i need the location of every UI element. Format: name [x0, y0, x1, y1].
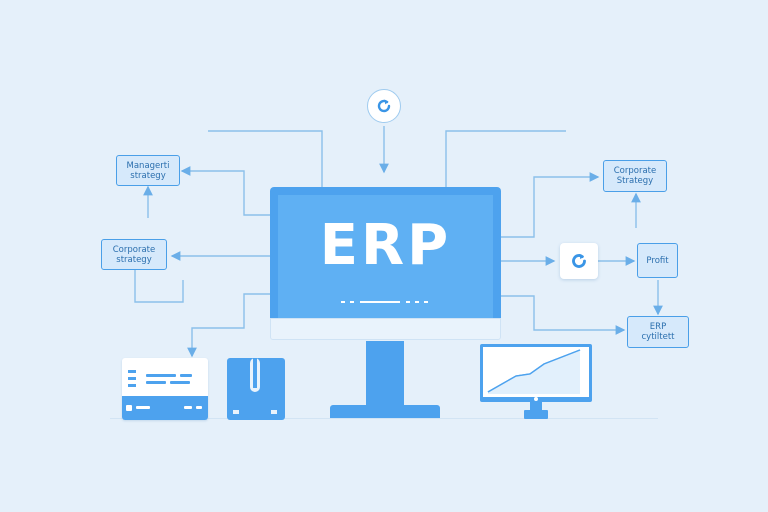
monitor-stand	[366, 341, 404, 407]
refresh-icon	[377, 99, 391, 113]
corporate-strategy-right-box[interactable]: Corporate Strategy	[603, 160, 667, 192]
corporate-strategy-left-box[interactable]: Corporate strategy	[101, 239, 167, 270]
monitor-base	[330, 405, 440, 419]
chart-monitor-icon	[480, 344, 592, 420]
top-refresh-node[interactable]	[367, 89, 401, 123]
erp-title: ERP	[319, 213, 452, 278]
profit-box[interactable]: Profit	[637, 243, 678, 278]
right-refresh-node[interactable]	[560, 243, 598, 279]
shelf-line	[110, 418, 658, 419]
monitor-chin	[270, 318, 501, 340]
folder-icon	[227, 358, 285, 420]
id-card-icon	[122, 358, 208, 420]
management-strategy-box[interactable]: Managerti strategy	[116, 155, 180, 186]
erp-monitor: ERP	[270, 187, 501, 341]
erp-cytiltett-box[interactable]: ERP cytiltett	[627, 316, 689, 348]
monitor-screen: ERP	[270, 187, 501, 318]
refresh-icon	[572, 253, 586, 268]
screen-dashes	[341, 301, 428, 303]
